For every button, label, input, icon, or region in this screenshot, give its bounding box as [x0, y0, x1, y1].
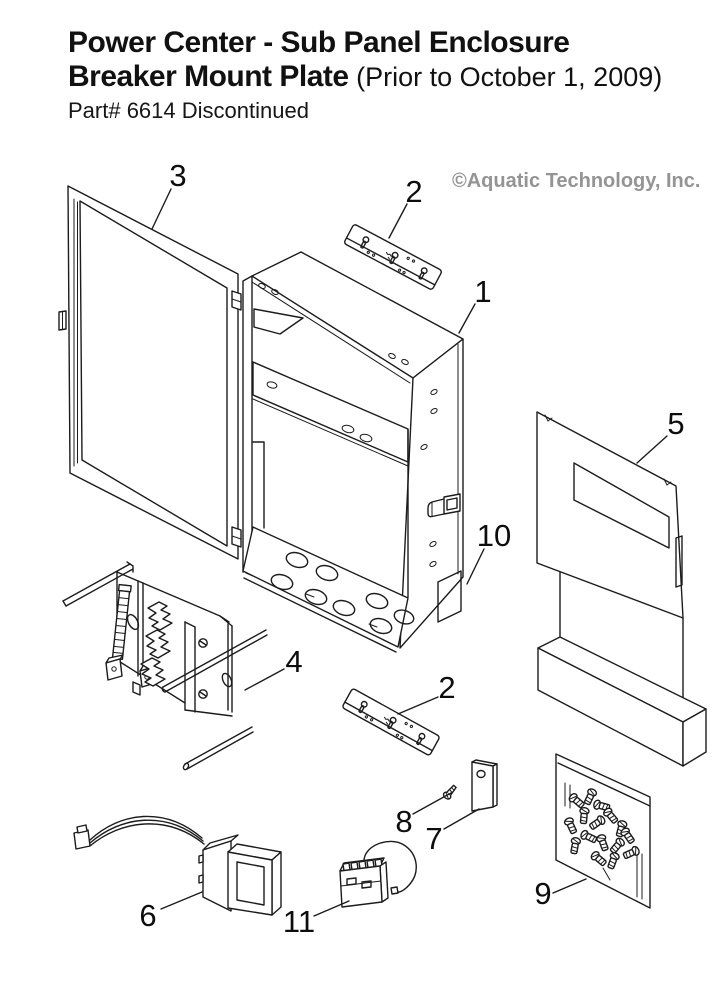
side-knockout-cutout-part: [437, 570, 462, 623]
door-latch: [427, 493, 461, 518]
door-latch-tab: [58, 310, 67, 331]
leader-lines: [151, 188, 668, 917]
knockout-holes: [270, 551, 415, 635]
breaker-mount-plate-part: [62, 561, 268, 771]
hardware-bag-part: [555, 753, 651, 909]
callout-11: 11: [282, 904, 316, 939]
side-wall-holes: [420, 389, 438, 567]
door-hinge-pins: [231, 290, 242, 548]
title-line-2-note: (Prior to October 1, 2009): [348, 61, 663, 92]
door-part: [58, 185, 242, 560]
title-line-2: Breaker Mount Plate: [68, 59, 349, 93]
dead-front-panel-part: [536, 411, 707, 767]
transformer-part: [73, 815, 282, 916]
enclosure-body-part: [242, 251, 464, 653]
retainer-plate-part: [471, 759, 498, 812]
page-title: Power Center - Sub Panel Enclosure Break…: [68, 26, 662, 124]
mounting-bracket-bottom-part: [341, 687, 441, 757]
callout-3: 3: [169, 158, 187, 193]
copyright-watermark: ©Aquatic Technology, Inc.: [452, 170, 701, 192]
callout-8: 8: [395, 804, 413, 839]
callout-2-bottom: 2: [438, 670, 456, 705]
callout-6: 6: [139, 898, 157, 933]
standoff-rods: [161, 629, 268, 771]
contactor-wire: [363, 840, 417, 893]
callout-10: 10: [476, 518, 512, 553]
callout-9: 9: [534, 876, 552, 911]
mount-bracket-frame: [184, 615, 233, 717]
contactor-part: [339, 840, 417, 908]
callout-4: 4: [285, 644, 303, 679]
part-number-subtitle: Part# 6614 Discontinued: [68, 98, 309, 124]
callout-7: 7: [425, 821, 443, 856]
callout-5: 5: [667, 406, 685, 441]
callout-2-top: 2: [405, 174, 423, 209]
callout-1: 1: [474, 274, 492, 309]
screw-part: [442, 784, 457, 800]
mounting-bracket-top-part: [342, 223, 444, 291]
title-line-1: Power Center - Sub Panel Enclosure: [68, 26, 570, 59]
